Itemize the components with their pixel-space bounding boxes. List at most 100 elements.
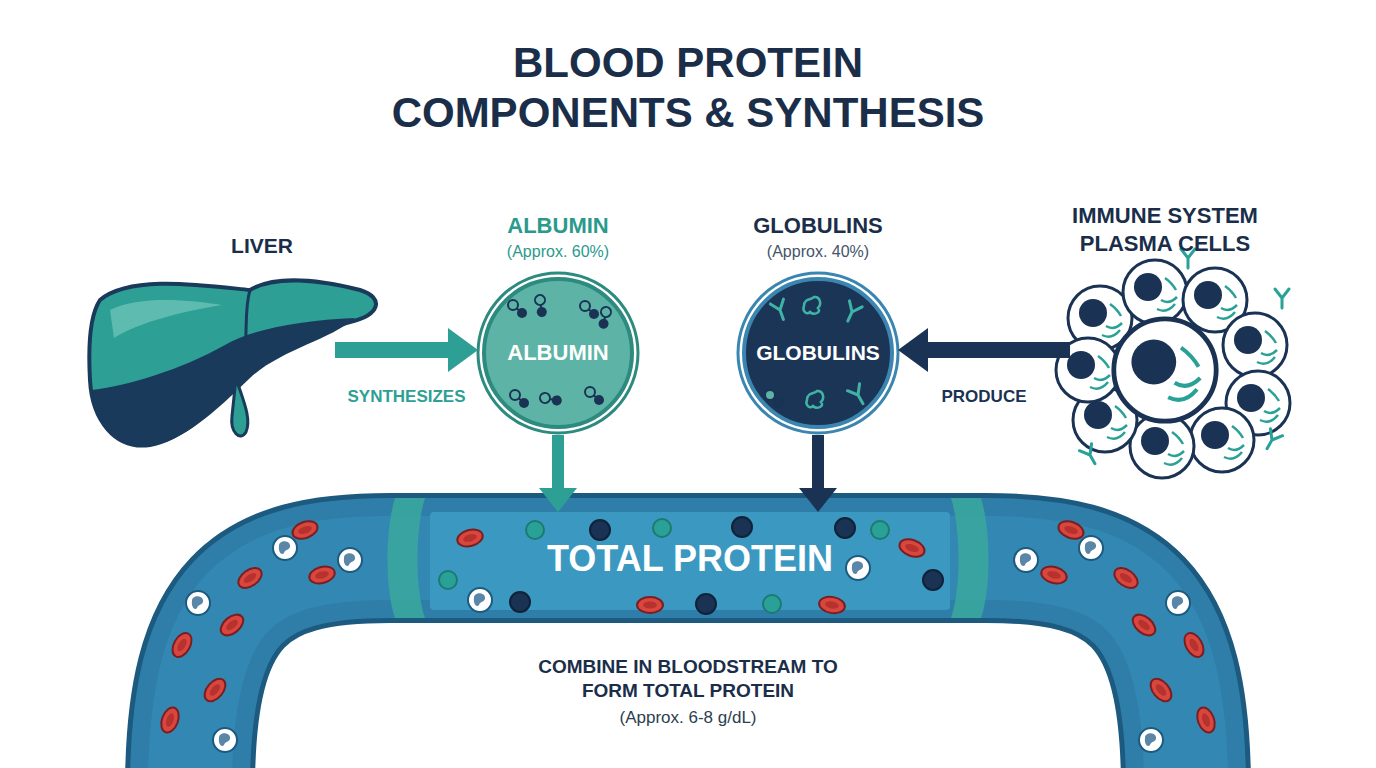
albumin-dot xyxy=(871,521,889,539)
arrow-head xyxy=(898,328,928,372)
molecule-icon xyxy=(528,293,554,319)
circle-label: GLOBULINS xyxy=(728,340,908,366)
antibody-symbol xyxy=(1275,289,1289,308)
flow-arrow xyxy=(335,328,478,372)
antibody-symbol xyxy=(847,384,869,407)
liver-highlight xyxy=(110,300,222,338)
plasma-cell-cluster xyxy=(1056,249,1290,478)
gallbladder xyxy=(232,378,248,436)
plasma-cell xyxy=(1114,319,1216,421)
molecule-icon xyxy=(765,390,784,408)
vessel-details xyxy=(158,498,1218,752)
diagram-title: BLOOD PROTEIN COMPONENTS & SYNTHESIS xyxy=(378,38,998,138)
white-blood-cell xyxy=(186,591,210,615)
total-protein-box: TOTAL PROTEIN xyxy=(430,512,950,610)
liver-node: LIVER xyxy=(85,230,335,455)
globulin-dot xyxy=(696,594,716,614)
node-heading: IMMUNE SYSTEM PLASMA CELLS xyxy=(1050,202,1280,258)
red-blood-cell xyxy=(1111,564,1141,592)
arrow-head xyxy=(799,488,837,512)
plasma-cells-node: IMMUNE SYSTEM PLASMA CELLS xyxy=(1070,200,1270,460)
white-blood-cell xyxy=(468,588,492,612)
red-blood-cell xyxy=(169,630,196,661)
plasma-cell xyxy=(1190,408,1254,472)
molecule-icon xyxy=(580,301,599,319)
albumin-molecules xyxy=(508,293,617,412)
antibody-symbol xyxy=(841,301,862,324)
arrow-label: PRODUCE xyxy=(884,386,1084,408)
liver-fissure xyxy=(244,290,250,360)
plasma-cell xyxy=(1223,313,1287,377)
arrow-shaft xyxy=(812,435,824,490)
flow-arrow xyxy=(799,435,837,512)
percentage-note: (Approx. 60%) xyxy=(458,242,658,262)
molecule-icon xyxy=(592,305,617,330)
white-blood-cell xyxy=(1166,591,1190,615)
albumin-dot xyxy=(763,595,781,613)
arrow-shaft xyxy=(552,435,564,490)
albumin-circle: ALBUMIN(Approx. 60%)ALBUMIN xyxy=(478,210,638,435)
red-blood-cell xyxy=(290,518,320,542)
flow-arrow xyxy=(539,435,577,512)
vessel-caption: COMBINE IN BLOODSTREAM TO FORM TOTAL PRO… xyxy=(523,655,853,703)
red-blood-cell xyxy=(1181,630,1208,661)
flow-arrow xyxy=(898,328,1070,372)
white-blood-cell xyxy=(1079,536,1103,560)
globulin-dot xyxy=(590,520,610,540)
vessel-band xyxy=(388,498,426,618)
red-blood-cell xyxy=(1039,564,1068,586)
red-blood-cell xyxy=(1194,705,1218,735)
liver-lobe xyxy=(89,281,376,446)
bloodstream-vessel: COMBINE IN BLOODSTREAM TO FORM TOTAL PRO… xyxy=(130,490,1246,768)
white-blood-cell xyxy=(1139,728,1163,752)
antibody-symbol xyxy=(1079,444,1101,467)
node-heading: ALBUMIN xyxy=(458,212,658,239)
node-heading: GLOBULINS xyxy=(718,212,918,239)
antibody-symbol xyxy=(770,299,790,322)
arrow-head xyxy=(539,488,577,512)
white-blood-cell xyxy=(213,728,237,752)
albumin-dot xyxy=(526,521,544,539)
liver-shadow xyxy=(92,318,355,446)
arrow-shaft xyxy=(335,342,450,358)
red-blood-cell xyxy=(201,675,230,705)
circle-label: ALBUMIN xyxy=(478,339,638,366)
red-blood-cell xyxy=(307,564,336,586)
albumin-dot xyxy=(653,519,671,537)
plasma-cell xyxy=(1056,338,1120,402)
red-blood-cell xyxy=(1147,675,1176,705)
albumin-dot xyxy=(439,571,457,589)
arrow-shaft xyxy=(926,342,1070,358)
globulins-circle: GLOBULINS(Approx. 40%)GLOBULINS xyxy=(738,210,898,435)
vessel-band xyxy=(951,498,989,618)
white-blood-cell xyxy=(1014,548,1038,572)
protein-symbol xyxy=(803,297,820,314)
red-blood-cell xyxy=(897,536,927,560)
node-heading: LIVER xyxy=(162,233,362,259)
globulin-dot xyxy=(732,517,752,537)
liver-illustration xyxy=(89,281,376,447)
globulin-dot xyxy=(923,570,943,590)
white-blood-cell xyxy=(273,536,297,560)
plasma-cell xyxy=(1130,414,1194,478)
range-note: (Approx. 6-8 g/dL) xyxy=(523,707,853,729)
circle-ring xyxy=(478,273,638,433)
antibody-symbol xyxy=(1261,429,1283,452)
white-blood-cell xyxy=(338,548,362,572)
white-blood-cell xyxy=(846,556,870,580)
globulin-dot xyxy=(510,592,530,612)
red-blood-cell xyxy=(158,705,182,735)
arrow-label: SYNTHESIZES xyxy=(307,386,507,408)
red-blood-cell xyxy=(235,564,265,592)
molecule-icon xyxy=(585,387,604,405)
globulin-molecules xyxy=(765,297,869,408)
arrow-head xyxy=(448,328,478,372)
plasma-cell xyxy=(1123,260,1187,324)
red-blood-cell xyxy=(1129,611,1159,640)
molecule-icon xyxy=(538,387,563,412)
protein-symbol xyxy=(806,391,823,408)
molecule-icon xyxy=(510,390,529,408)
globulin-dot xyxy=(835,518,855,538)
